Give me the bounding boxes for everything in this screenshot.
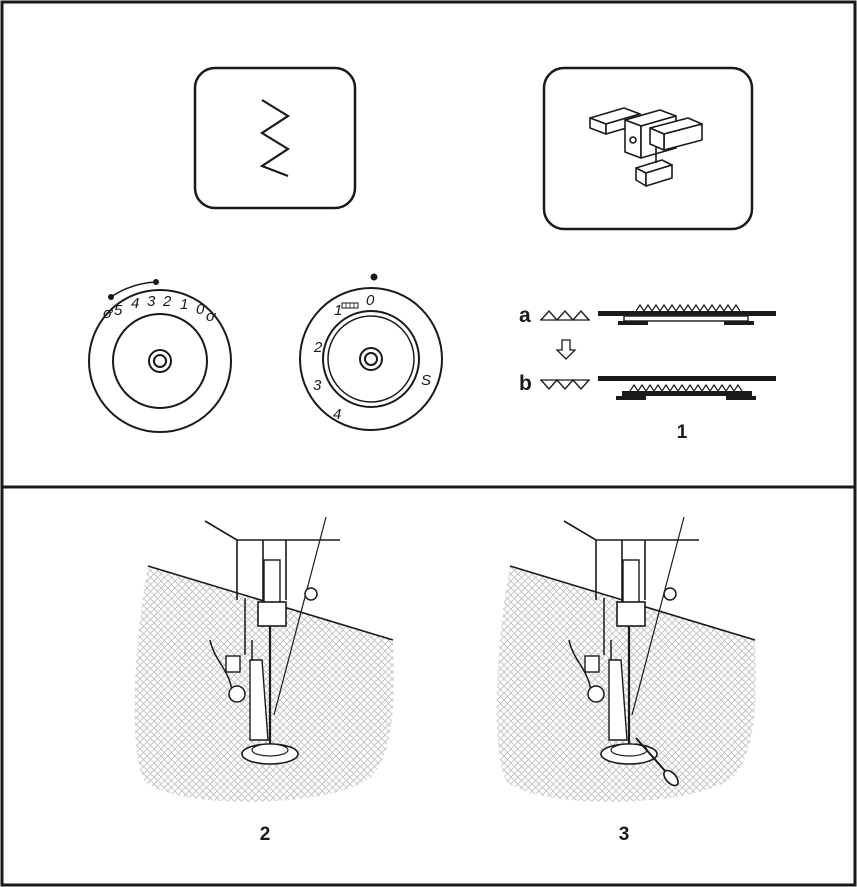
swd-tick-0: 0 xyxy=(366,292,375,309)
plate-a-base xyxy=(623,315,749,322)
clamp-screw xyxy=(663,587,677,601)
plate-a xyxy=(598,311,776,316)
down-arrow-icon xyxy=(555,339,577,360)
stitch-length-dial[interactable]: ơ 5 4 3 2 1 0 ơ xyxy=(88,279,232,433)
foot-body xyxy=(608,659,628,741)
sld-tick-5: 5 xyxy=(114,302,123,319)
sld-tick-1: 1 xyxy=(180,296,188,313)
sld-tick-3: 3 xyxy=(147,293,156,310)
needle-bar xyxy=(622,559,640,606)
sld-right-symbol: ơ xyxy=(206,308,217,325)
fabric-swatch xyxy=(496,566,756,802)
feed-lowered-symbol xyxy=(540,378,590,391)
feed-raised-symbol xyxy=(540,309,590,322)
dial-ring-inner xyxy=(327,315,415,403)
feed-dog-label-b: b xyxy=(519,372,532,395)
sewing-figure-2 xyxy=(134,516,394,802)
feed-dog-diagram: a b xyxy=(519,303,776,400)
thread-guide xyxy=(209,639,233,691)
range-arc xyxy=(110,281,157,298)
swd-buttonhole-mark xyxy=(341,302,359,309)
dial-knob-center xyxy=(153,354,167,368)
feed-dog-label-a: a xyxy=(519,304,531,327)
sld-tick-2: 2 xyxy=(162,293,172,310)
foot-sole-inner xyxy=(251,743,289,757)
plate-b xyxy=(598,376,776,381)
sld-tick-4: 4 xyxy=(131,295,139,312)
foot-body xyxy=(249,659,269,741)
swd-tick-4: 4 xyxy=(333,406,341,423)
thread xyxy=(273,516,327,716)
machine-head xyxy=(563,520,699,602)
dial-knob-center xyxy=(364,352,378,366)
figure-label-1: 1 xyxy=(677,422,688,443)
swd-tick-s: S xyxy=(421,372,431,389)
presser-foot-box xyxy=(542,66,754,231)
figure-label-2: 2 xyxy=(260,824,271,845)
figure-label-3: 3 xyxy=(619,824,630,845)
plate-a-foot-left xyxy=(618,321,648,325)
plate-b-teeth xyxy=(629,383,743,393)
stitch-width-dial[interactable]: 0 1 2 3 4 S xyxy=(299,273,443,431)
foot-screw xyxy=(228,685,246,703)
needle-bar xyxy=(263,559,281,606)
needle-clamp xyxy=(257,601,287,627)
foot-screw xyxy=(587,685,605,703)
plate-a-teeth xyxy=(635,303,741,313)
sld-tick-0: 0 xyxy=(196,301,205,318)
plate-b-foot-left xyxy=(616,396,646,400)
sewing-figure-3 xyxy=(496,516,756,802)
stitch-pattern-box xyxy=(193,66,357,210)
range-start-dot xyxy=(108,294,114,300)
plate-b-foot-right xyxy=(726,396,756,400)
needle-clamp xyxy=(616,601,646,627)
foot-shank xyxy=(584,655,600,673)
presser-foot-icon xyxy=(589,107,703,187)
clamp-screw xyxy=(304,587,318,601)
swd-tick-1: 1 xyxy=(334,302,342,319)
plate-b-base xyxy=(622,391,752,396)
sld-left-symbol: ơ xyxy=(103,305,114,322)
swd-tick-2: 2 xyxy=(313,339,323,356)
foot-shank xyxy=(225,655,241,673)
zigzag-stitch-icon xyxy=(259,99,291,178)
width-pointer-dot xyxy=(370,273,378,281)
screwdriver-icon xyxy=(635,737,679,787)
swd-tick-3: 3 xyxy=(313,377,322,394)
thread-guide xyxy=(568,639,592,691)
machine-head xyxy=(204,520,340,602)
range-end-dot xyxy=(153,279,159,285)
thread xyxy=(631,516,685,716)
plate-a-foot-right xyxy=(724,321,754,325)
